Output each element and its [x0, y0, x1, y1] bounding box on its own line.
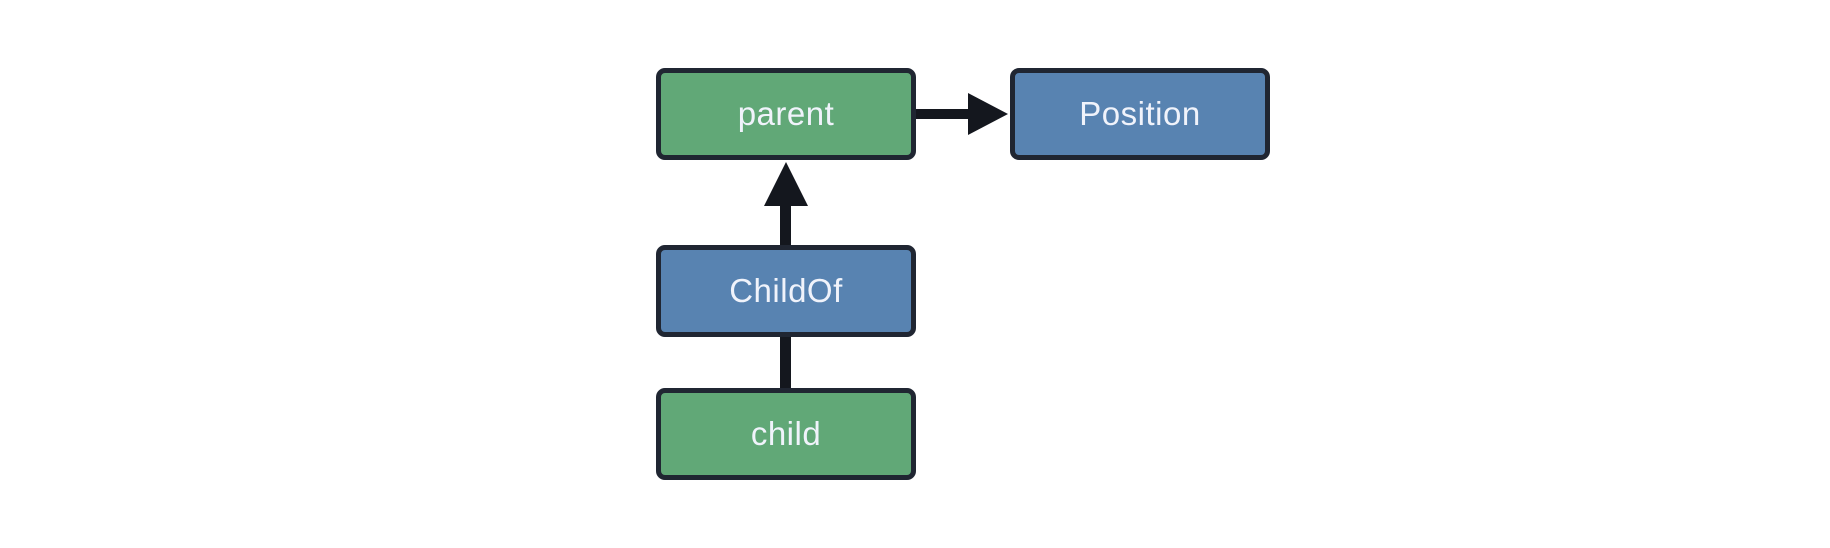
node-position: Position	[1010, 68, 1270, 160]
node-childof: ChildOf	[656, 245, 916, 337]
edge-child-to-childof-line	[780, 336, 791, 390]
node-child-label: child	[750, 415, 822, 452]
node-childof-label: ChildOf	[729, 272, 843, 309]
edge-childof-to-parent-arrow	[764, 162, 808, 248]
node-parent: parent	[656, 68, 916, 160]
node-parent-label: parent	[737, 95, 835, 132]
edge-parent-to-position-arrow	[914, 93, 1008, 135]
node-position-label: Position	[1079, 95, 1201, 132]
node-child: child	[656, 388, 916, 480]
